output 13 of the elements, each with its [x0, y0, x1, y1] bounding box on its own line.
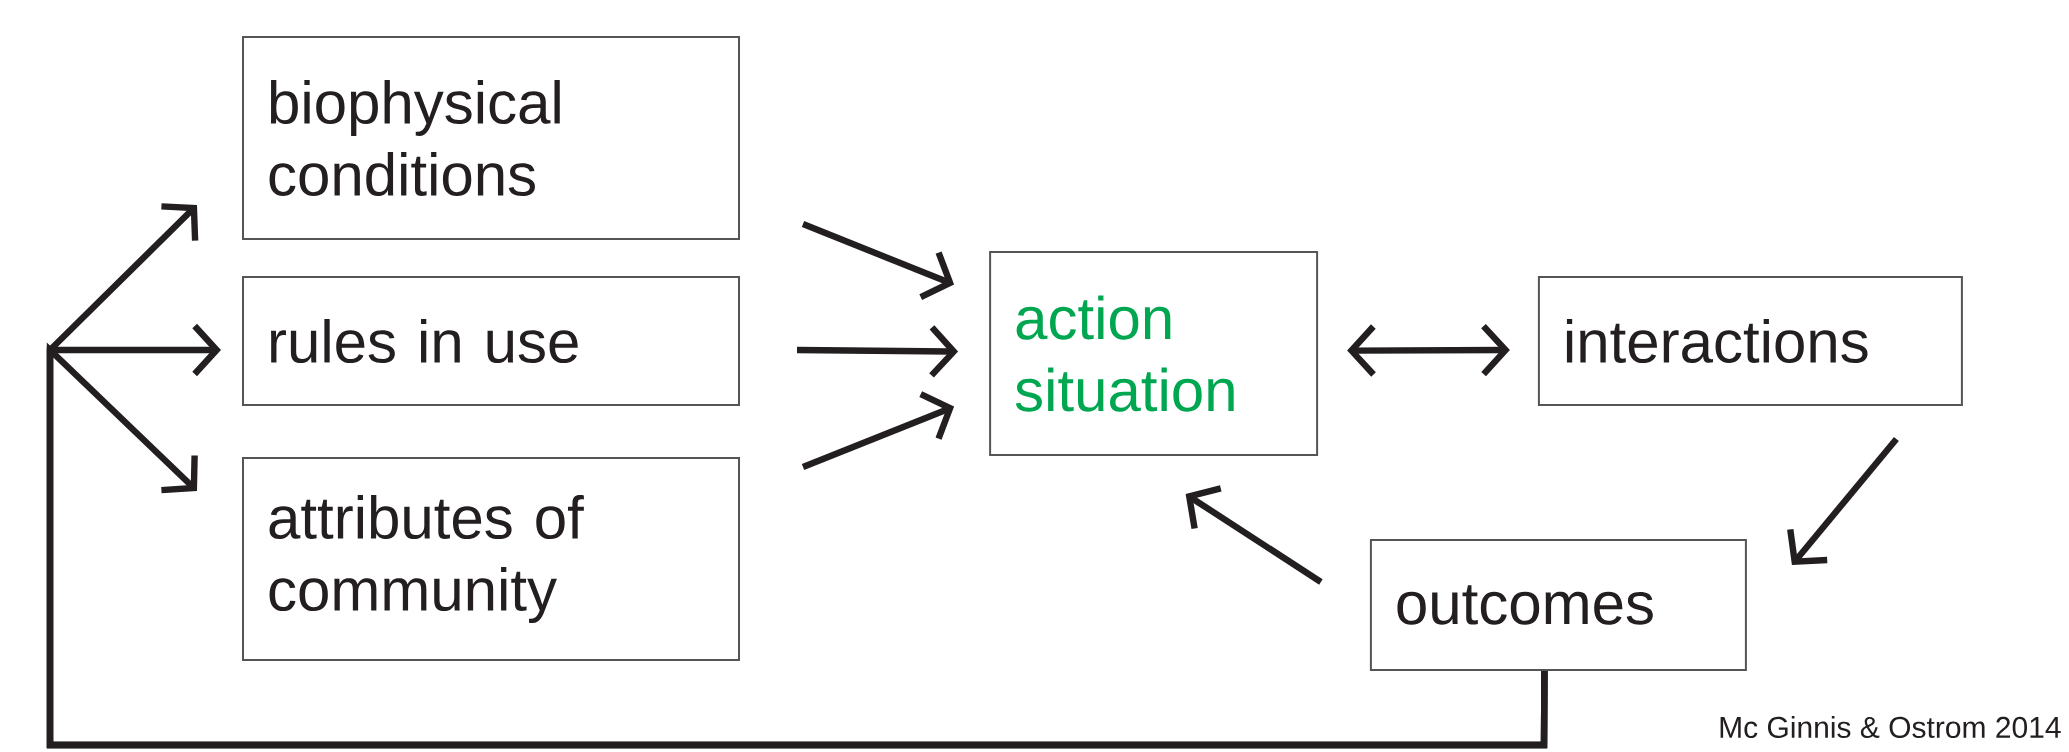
- process-box: attributes of community: [242, 457, 740, 661]
- process-box: outcomes: [1369, 539, 1747, 671]
- arrow: [801, 221, 955, 300]
- arrow: [796, 325, 959, 378]
- arrow: [1787, 436, 1899, 565]
- citation: Mc Ginnis & Ostrom 2014: [1720, 716, 2061, 738]
- arrow: [1185, 485, 1323, 585]
- process-box: interactions: [1537, 276, 1963, 406]
- arrow: [801, 391, 955, 470]
- process-box: rules in use: [242, 276, 740, 406]
- process-box: action situation: [989, 251, 1319, 457]
- process-box: biophysical conditions: [242, 36, 740, 240]
- arrow: [1347, 323, 1510, 377]
